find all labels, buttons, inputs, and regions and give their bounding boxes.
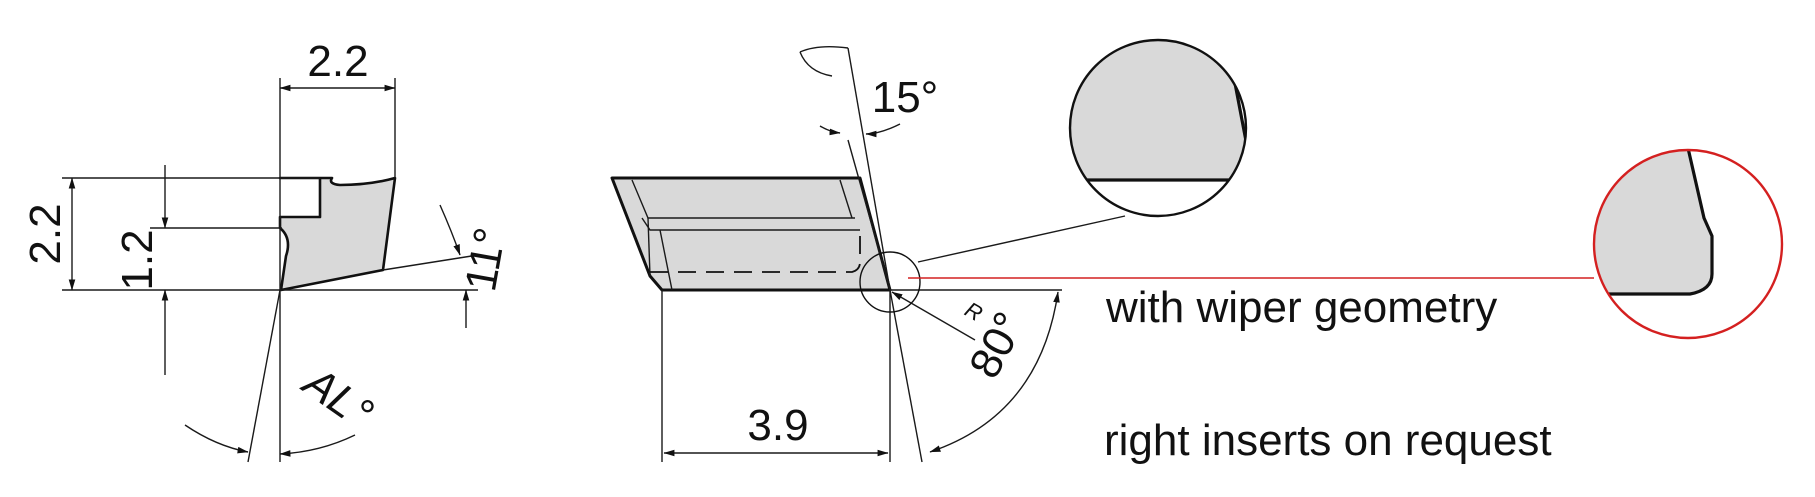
note-wiper-geometry: with wiper geometry [1105,283,1497,332]
dim-angle-top: 15° [872,73,939,122]
dim-angle-al: AL° [293,356,382,439]
dim-width-top: 2.2 [307,37,368,86]
detail-standard-corner [917,38,1248,263]
center-top-view: 15° 3.9 R 80° [610,45,1062,463]
left-side-view: 2.2 2.2 1.2 11° AL° [21,37,515,463]
dim-height-total: 2.2 [21,203,70,264]
corner-detail-circle [859,251,921,313]
dim-height-inner: 1.2 [113,229,162,290]
dim-angle-side: 11° [456,224,515,295]
note-right-inserts: right inserts on request [1104,416,1552,465]
center-insert-body [610,176,892,292]
dim-length: 3.9 [747,401,808,450]
left-insert-profile [278,176,397,292]
